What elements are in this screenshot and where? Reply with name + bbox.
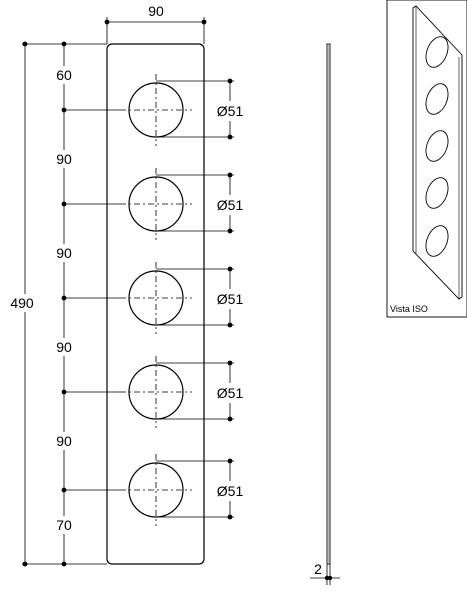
spacing-label-4: 90 (56, 339, 72, 355)
chain-dot (61, 41, 67, 47)
iso-hole (425, 130, 449, 162)
hole-diameter-label-2: Ø51 (217, 197, 244, 213)
spacing-label-1: 60 (56, 67, 72, 83)
spacing-label-5: 90 (56, 433, 72, 449)
hole-diameter-label-4: Ø51 (217, 385, 244, 401)
overall-height-label: 490 (10, 295, 34, 311)
hole-diameter-label-5: Ø51 (217, 483, 244, 499)
hole-4: Ø51 (61, 356, 250, 428)
spacing-label-6: 70 (56, 517, 72, 533)
thickness-label: 2 (314, 561, 322, 577)
hole-diameter-label-1: Ø51 (217, 103, 244, 119)
spacing-label-3: 90 (56, 245, 72, 261)
side-view-plate (326, 43, 331, 565)
hole-diameter-label-3: Ø51 (217, 291, 244, 307)
thickness-dimension: 2 (310, 561, 340, 585)
spacing-label-2: 90 (56, 151, 72, 167)
hole-5: Ø51 (61, 454, 250, 526)
iso-hole (425, 36, 449, 68)
iso-hole (425, 225, 449, 257)
top-width-label: 90 (148, 3, 164, 19)
top-width-dimension: 90 (104, 3, 207, 44)
plate-outline (106, 43, 205, 565)
chain-dot (61, 561, 67, 567)
hole-2: Ø51 (61, 168, 250, 240)
iso-view: Vista ISO (386, 0, 467, 318)
hole-3: Ø51 (61, 262, 250, 334)
iso-hole (425, 83, 449, 115)
iso-view-label: Vista ISO (390, 304, 428, 314)
overall-height-dimension: 490 (6, 41, 107, 567)
iso-hole (425, 177, 449, 209)
hole-1: Ø51 (61, 74, 250, 146)
